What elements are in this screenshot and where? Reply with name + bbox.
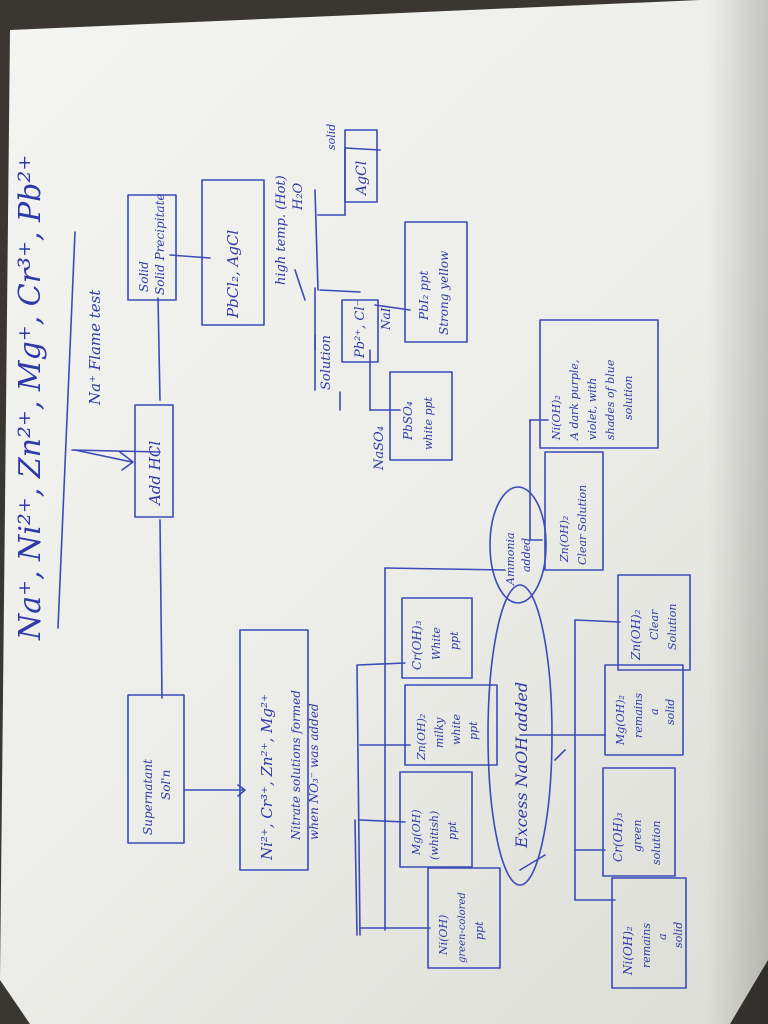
mgoh-ppt-line-2: (whitish) [428,811,441,860]
labels: Na⁺, Ni²⁺, Zn²⁺, Mg⁺, Cr³⁺, Pb²⁺ Na⁺ Fla… [13,124,685,976]
croh3-ppt-line-2: White [430,627,443,660]
solution-label: Solution [319,335,334,390]
supernatant-line-2: Sol'n [159,770,173,800]
pb-cl-box [341,299,379,363]
ammonia-line-2: added [520,538,533,572]
znoh2-naoh-line-2: Clear [648,609,661,640]
naso4-label: NaSO₄ [372,426,387,471]
agcl-box [344,129,378,203]
hot-water-label-2: H₂O [291,182,306,211]
croh3-naoh-line-2: green [631,820,644,852]
znoh2-ppt-line-4: ppt [467,721,480,740]
solid-branch-label: solid [325,124,338,150]
pbi2-line-1: PbI₂ ppt [417,271,431,321]
mgoh2-naoh-line-1: Mg(OH)₂ [614,695,627,746]
cations-box [239,629,309,871]
add-hcl-label: Add HCl [146,441,164,507]
boxes [127,129,691,989]
solid-label-1: Solid [137,261,151,292]
nioh2-naoh-line-3: a [656,933,669,940]
nioh2-naoh-box [611,877,687,989]
croh3-ppt-box [401,597,473,679]
znoh2-ammonia-box [544,451,604,571]
znoh2-ammonia-line-2: Clear Solution [576,485,589,565]
znoh2-ppt-box [404,684,498,766]
pbso4-line-1: PbSO₄ [401,401,415,441]
connectors [57,147,621,936]
croh3-naoh-box [602,767,676,877]
supernatant-box [127,694,185,844]
mgoh2-naoh-line-4: solid [664,699,677,725]
nioh2-ammonia-line-1: Ni(OH)₂ [550,395,563,441]
croh3-naoh-line-3: solution [650,820,663,865]
pbi2-line-2: Strong yellow [437,250,451,335]
znoh2-naoh-line-3: Solution [666,604,679,650]
nioh2-naoh-line-4: solid [672,922,685,948]
excess-naoh-ellipse [487,584,553,886]
nioh2-ammonia-line-5: solution [622,375,635,420]
nioh2-naoh-line-1: Ni(OH)₂ [621,926,635,976]
nioh2-naoh-line-2: remains [640,923,653,968]
pbcl2-agcl-label: PbCl₂, AgCl [224,230,242,319]
nitrate-note-1: Nitrate solutions formed [289,690,303,841]
croh3-naoh-line-1: Cr(OH)₃ [611,812,625,862]
znoh2-naoh-box [617,574,691,671]
mgoh2-naoh-box [604,664,684,756]
nioh-ppt-line-1: Ni(OH) [437,915,450,956]
znoh2-ammonia-line-1: Zn(OH)₂ [558,516,571,563]
nioh-ppt-box [427,867,501,969]
nioh2-ammonia-line-4: shades of blue [604,359,617,440]
pb-cl-label: Pb²⁺, Cl⁻ [353,300,368,359]
pbso4-box [389,371,453,461]
supernatant-line-1: Supernatant [141,759,155,835]
mgoh2-naoh-line-3: a [648,708,661,715]
excess-naoh-label: Excess NaOH added [512,682,531,849]
mgoh-ppt-line-3: ppt [446,821,459,840]
mgoh-ppt-line-1: Mg(OH) [410,810,423,857]
hot-water-label-1: high temp. (Hot) [274,175,289,285]
nitrate-note-2: when NO₃⁻ was added [307,703,321,840]
title-ions: Na⁺, Ni²⁺, Zn²⁺, Mg⁺, Cr³⁺, Pb²⁺ [13,155,48,641]
nioh2-ammonia-line-2: A dark purple, [568,360,581,441]
add-hcl-box [134,404,174,518]
pbi2-box [404,221,468,343]
croh3-ppt-line-1: Cr(OH)₃ [410,620,424,670]
solid-precipitate-label: Solid Precipitate [153,193,167,295]
ammonia-line-1: Ammonia [504,532,517,586]
nioh2-ammonia-box [539,319,659,449]
znoh2-naoh-line-1: Zn(OH)₂ [629,609,643,661]
nioh-ppt-line-2: green-colored [457,892,468,963]
croh3-ppt-line-3: ppt [448,631,461,650]
pbso4-line-2: white ppt [422,396,435,450]
znoh2-ppt-line-2: milky [433,717,446,748]
agcl-label: AgCl [354,161,370,197]
nai-label: NaI [379,307,393,331]
ammonia-ellipse [489,486,547,604]
nioh-ppt-line-3: ppt [473,921,486,940]
solid-precipitate-box [127,194,177,301]
mgoh-ppt-box [399,771,473,868]
znoh2-ppt-line-1: Zn(OH)₂ [415,714,428,761]
flame-test-label: Na⁺ Flame test [86,289,104,406]
mgoh2-naoh-line-2: remains [632,693,645,738]
pbcl2-agcl-box [201,179,265,326]
nioh2-ammonia-line-3: violet, with [586,378,599,440]
znoh2-ppt-line-3: white [450,714,463,745]
cations-label: Ni²⁺, Cr³⁺, Zn²⁺, Mg²⁺ [258,694,276,861]
